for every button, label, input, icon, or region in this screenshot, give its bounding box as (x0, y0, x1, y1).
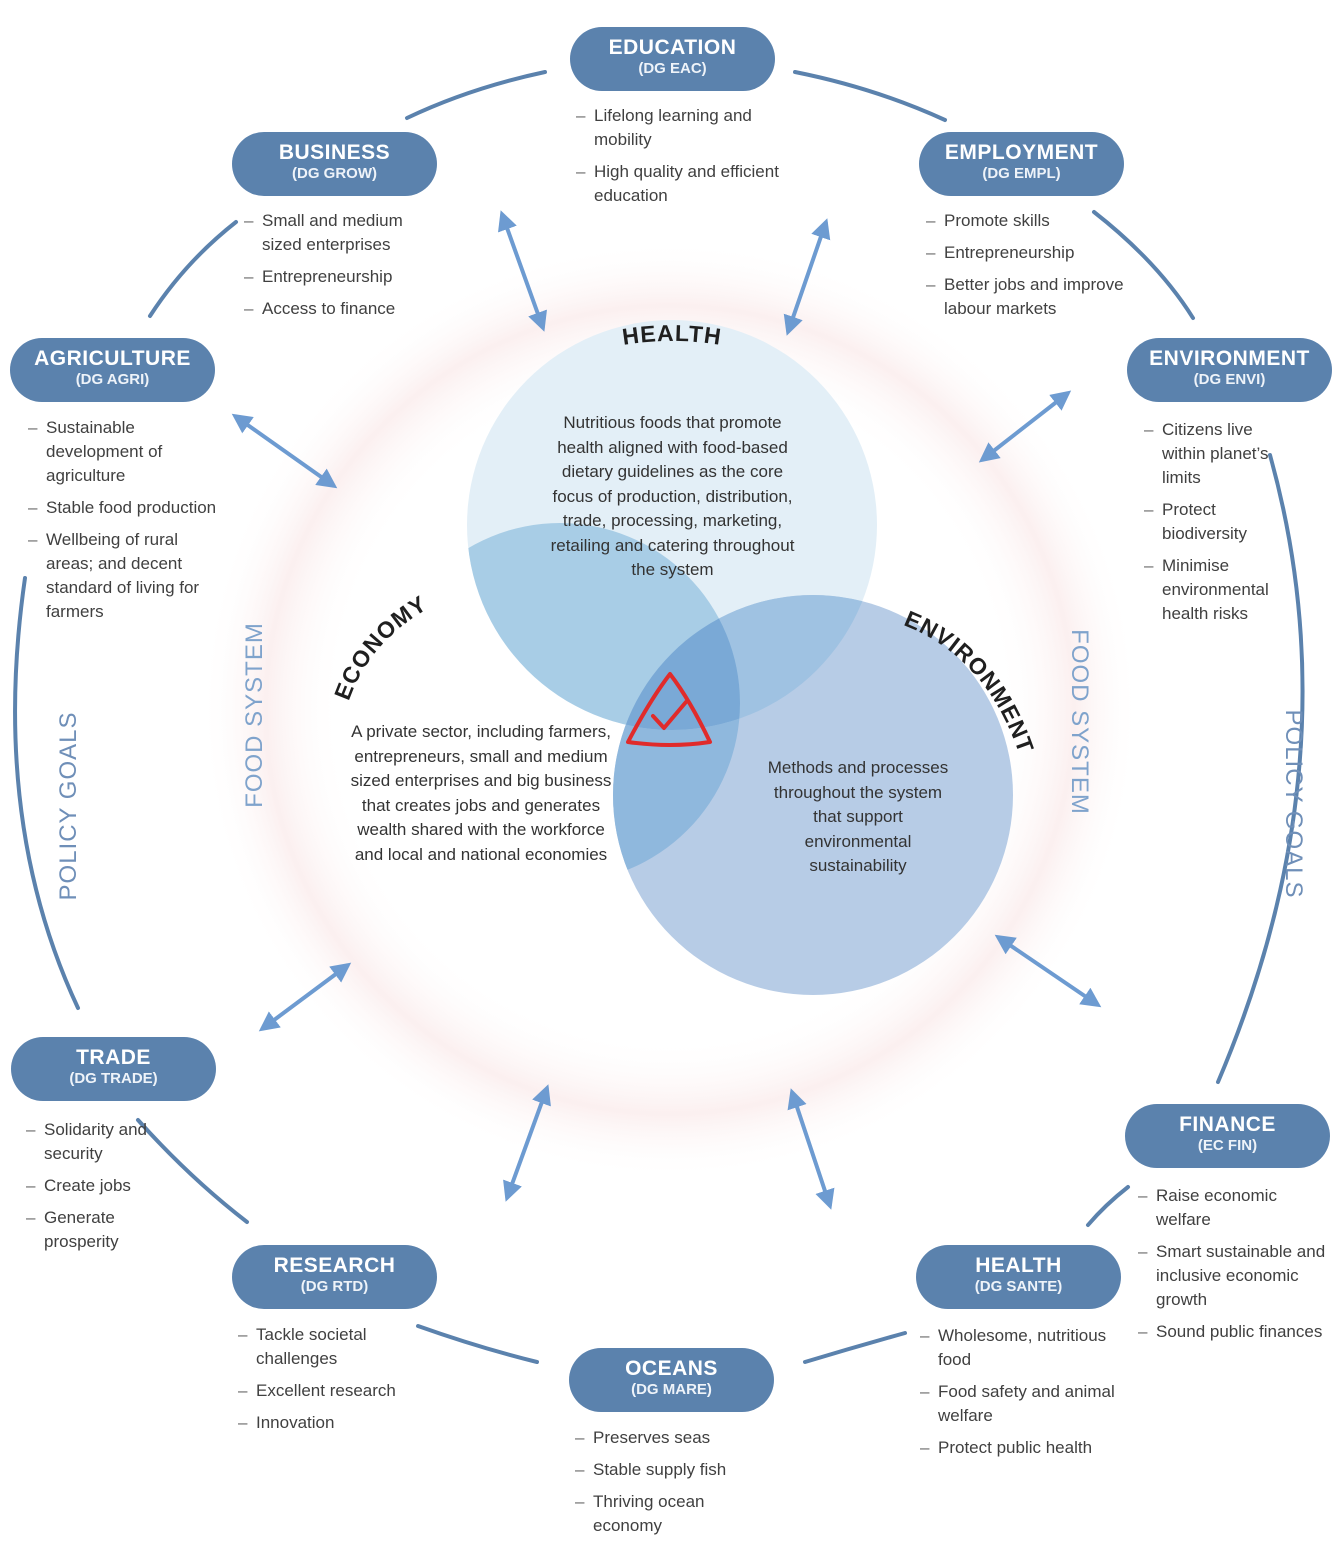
list-item: Innovation (238, 1411, 413, 1435)
node-dg: (DG EAC) (638, 60, 707, 77)
list-item: Protect biodiversity (1144, 498, 1279, 546)
node-title: FINANCE (1179, 1113, 1276, 1136)
list-item: Food safety and animal welfare (920, 1380, 1135, 1428)
node-title: TRADE (76, 1046, 151, 1069)
finance-points: Raise economic welfare Smart sustainable… (1138, 1184, 1336, 1352)
food-system-label-left: FOOD SYSTEM (241, 622, 268, 808)
node-employment: EMPLOYMENT (DG EMPL) (919, 132, 1124, 196)
node-dg: (DG EMPL) (982, 165, 1061, 182)
list-item: Entrepreneurship (244, 265, 439, 289)
node-trade: TRADE (DG TRADE) (11, 1037, 216, 1101)
list-item: Promote skills (926, 209, 1136, 233)
list-item: Raise economic welfare (1138, 1184, 1336, 1232)
oceans-points: Preserves seas Stable supply fish Thrivi… (575, 1426, 745, 1546)
list-item: Protect public health (920, 1436, 1135, 1460)
list-item: Thriving ocean economy (575, 1490, 745, 1538)
list-item: Wellbeing of rural areas; and decent sta… (28, 528, 228, 624)
node-dg: (DG TRADE) (69, 1070, 158, 1087)
bidirectional-arrows (231, 210, 1102, 1210)
agriculture-points: Sustainable development of agriculture S… (28, 416, 228, 632)
list-item: Minimise environmental health risks (1144, 554, 1279, 626)
node-finance: FINANCE (EC FIN) (1125, 1104, 1330, 1168)
list-item: Lifelong learning and mobility (576, 104, 791, 152)
business-points: Small and medium sized enterprises Entre… (244, 209, 439, 329)
node-dg: (DG GROW) (292, 165, 377, 182)
list-item: Stable food production (28, 496, 228, 520)
policy-goals-label-left: POLICY GOALS (55, 712, 82, 901)
list-item: Preserves seas (575, 1426, 745, 1450)
node-dg: (DG RTD) (300, 1278, 369, 1295)
health-points: Wholesome, nutritious food Food safety a… (920, 1324, 1135, 1468)
list-item: Better jobs and improve labour markets (926, 273, 1136, 321)
svg-text:HEALTH: HEALTH (621, 320, 724, 350)
list-item: Sustainable development of agriculture (28, 416, 228, 488)
node-education: EDUCATION (DG EAC) (570, 27, 775, 91)
node-title: ENVIRONMENT (1149, 347, 1310, 370)
employment-points: Promote skills Entrepreneurship Better j… (926, 209, 1136, 329)
node-business: BUSINESS (DG GROW) (232, 132, 437, 196)
list-item: Access to finance (244, 297, 439, 321)
node-title: EDUCATION (608, 36, 737, 59)
food-system-label-right: FOOD SYSTEM (1066, 629, 1093, 815)
node-agriculture: AGRICULTURE (DG AGRI) (10, 338, 215, 402)
node-title: HEALTH (975, 1254, 1062, 1277)
health-description: Nutritious foods that promote health ali… (550, 413, 795, 579)
node-title: RESEARCH (273, 1254, 396, 1277)
environment-points: Citizens live within planet’s limits Pro… (1144, 418, 1279, 634)
node-oceans: OCEANS (DG MARE) (569, 1348, 774, 1412)
node-health: HEALTH (DG SANTE) (916, 1245, 1121, 1309)
list-item: Wholesome, nutritious food (920, 1324, 1135, 1372)
list-item: Generate prosperity (26, 1206, 156, 1254)
policy-goals-label-right: POLICY GOALS (1280, 710, 1307, 899)
node-dg: (DG ENVI) (1193, 371, 1266, 388)
node-dg: (DG SANTE) (974, 1278, 1063, 1295)
node-research: RESEARCH (DG RTD) (232, 1245, 437, 1309)
health-title: HEALTH (621, 320, 723, 350)
node-dg: (EC FIN) (1197, 1137, 1258, 1154)
node-dg: (DG AGRI) (75, 371, 150, 388)
node-title: OCEANS (625, 1357, 718, 1380)
node-dg: (DG MARE) (631, 1381, 712, 1398)
node-title: AGRICULTURE (34, 347, 191, 370)
list-item: Excellent research (238, 1379, 413, 1403)
policy-goal-connectors (13, 70, 1305, 1364)
list-item: Create jobs (26, 1174, 156, 1198)
research-points: Tackle societal challenges Excellent res… (238, 1323, 413, 1443)
list-item: Sound public finances (1138, 1320, 1336, 1344)
health-environment-overlap (613, 595, 877, 730)
education-points: Lifelong learning and mobility High qual… (576, 104, 791, 216)
list-item: Tackle societal challenges (238, 1323, 413, 1371)
list-item: Citizens live within planet’s limits (1144, 418, 1279, 490)
node-title: BUSINESS (278, 141, 391, 164)
node-environment: ENVIRONMENT (DG ENVI) (1127, 338, 1332, 402)
list-item: Solidarity and security (26, 1118, 156, 1166)
trade-points: Solidarity and security Create jobs Gene… (26, 1118, 156, 1262)
check-icon (626, 672, 712, 747)
list-item: Smart sustainable and inclusive economic… (1138, 1240, 1336, 1312)
list-item: High quality and efficient education (576, 160, 791, 208)
list-item: Small and medium sized enterprises (244, 209, 439, 257)
economy-description: A private sector, including farmers, ent… (350, 722, 612, 864)
list-item: Stable supply fish (575, 1458, 745, 1482)
list-item: Entrepreneurship (926, 241, 1136, 265)
environment-description: Methods and processes throughout the sys… (767, 758, 949, 875)
node-title: EMPLOYMENT (944, 141, 1099, 164)
